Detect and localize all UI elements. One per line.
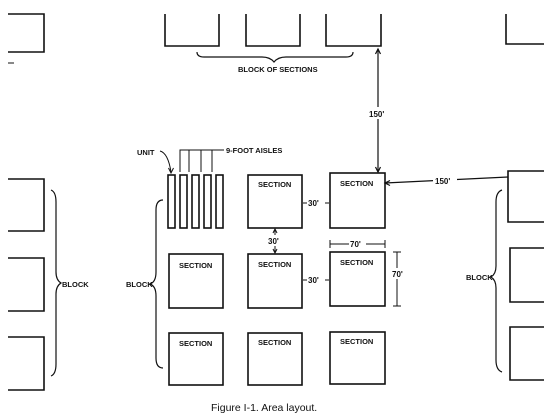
unit-rack-3 (191, 174, 200, 229)
block-of-sections-label: BLOCK OF SECTIONS (238, 65, 318, 74)
left-block-3 (8, 336, 45, 391)
left-block-label: BLOCK (62, 280, 89, 289)
section-r2c2-label: SECTION (258, 260, 291, 269)
grid-block-brace (148, 199, 164, 369)
right-block-1 (507, 170, 544, 223)
dim-70-vertical-bg (391, 268, 408, 279)
section-r2c1 (168, 253, 224, 309)
right-block-3 (509, 326, 544, 381)
left-block-brace (50, 189, 63, 377)
vertical-distance-label-bg (366, 107, 390, 119)
dim-70-horizontal-bg (349, 238, 366, 249)
unit-rack-4 (203, 174, 212, 229)
unit-label: UNIT (137, 148, 155, 157)
section-r3c1 (168, 332, 224, 386)
section-r2c3-label: SECTION (340, 258, 373, 267)
horizontal-distance-arrow-left (383, 179, 391, 187)
top-section-3 (325, 14, 382, 47)
gap-30-row1-bg (307, 197, 325, 208)
top-left-block-outline (8, 13, 45, 53)
section-r3c1-label: SECTION (179, 339, 212, 348)
gap-30-row2-label: 30' (308, 276, 319, 285)
gap-30-row1-label: 30' (308, 199, 319, 208)
gap-30-vertical-arrow-bottom (272, 248, 278, 255)
section-r3c2 (247, 332, 303, 386)
section-r2c1-label: SECTION (179, 261, 212, 270)
right-block-label: BLOCK (466, 273, 493, 282)
section-r2c3 (329, 251, 386, 307)
vertical-distance-arrow-bottom (374, 166, 382, 174)
grid-block-label: BLOCK (126, 280, 153, 289)
right-block-brace (489, 189, 503, 373)
section-r3c3 (329, 331, 386, 385)
unit-pointer (159, 150, 172, 173)
section-r3c2-label: SECTION (258, 338, 291, 347)
gap-30-vertical-label: 30' (268, 237, 279, 246)
dim-70-vertical-label: 70' (392, 270, 403, 279)
vertical-distance-label: 150' (369, 110, 384, 119)
horizontal-distance-bg (433, 174, 457, 186)
aisle-pointer-bracket (179, 149, 224, 172)
unit-rack-5 (215, 174, 224, 229)
block-of-sections-brace (196, 51, 354, 63)
top-right-block-outline (505, 14, 544, 45)
vertical-distance-arrow-top (374, 47, 382, 55)
gap-30-vertical-arrow-top (272, 227, 278, 234)
section-r3c3-label: SECTION (340, 337, 373, 346)
top-section-1 (164, 14, 220, 47)
unit-rack-2 (179, 174, 188, 229)
left-block-2 (8, 257, 45, 312)
unit-rack-1 (167, 174, 176, 229)
gap-30-row2-bg (307, 274, 325, 285)
section-r1c3 (329, 172, 386, 229)
top-section-2 (245, 14, 301, 47)
dim-70-horizontal-label: 70' (350, 240, 361, 249)
figure-caption: Figure I-1. Area layout. (211, 402, 317, 414)
section-r1c3-label: SECTION (340, 179, 373, 188)
gap-30-vertical-bg (266, 235, 284, 246)
unit-pointer-arrow (168, 167, 174, 175)
right-block-2 (509, 247, 544, 303)
nine-foot-aisles-label: 9-FOOT AISLES (226, 146, 282, 155)
section-r1c2-label: SECTION (258, 180, 291, 189)
left-block-1 (8, 178, 45, 232)
horizontal-distance-label: 150' (435, 177, 450, 186)
